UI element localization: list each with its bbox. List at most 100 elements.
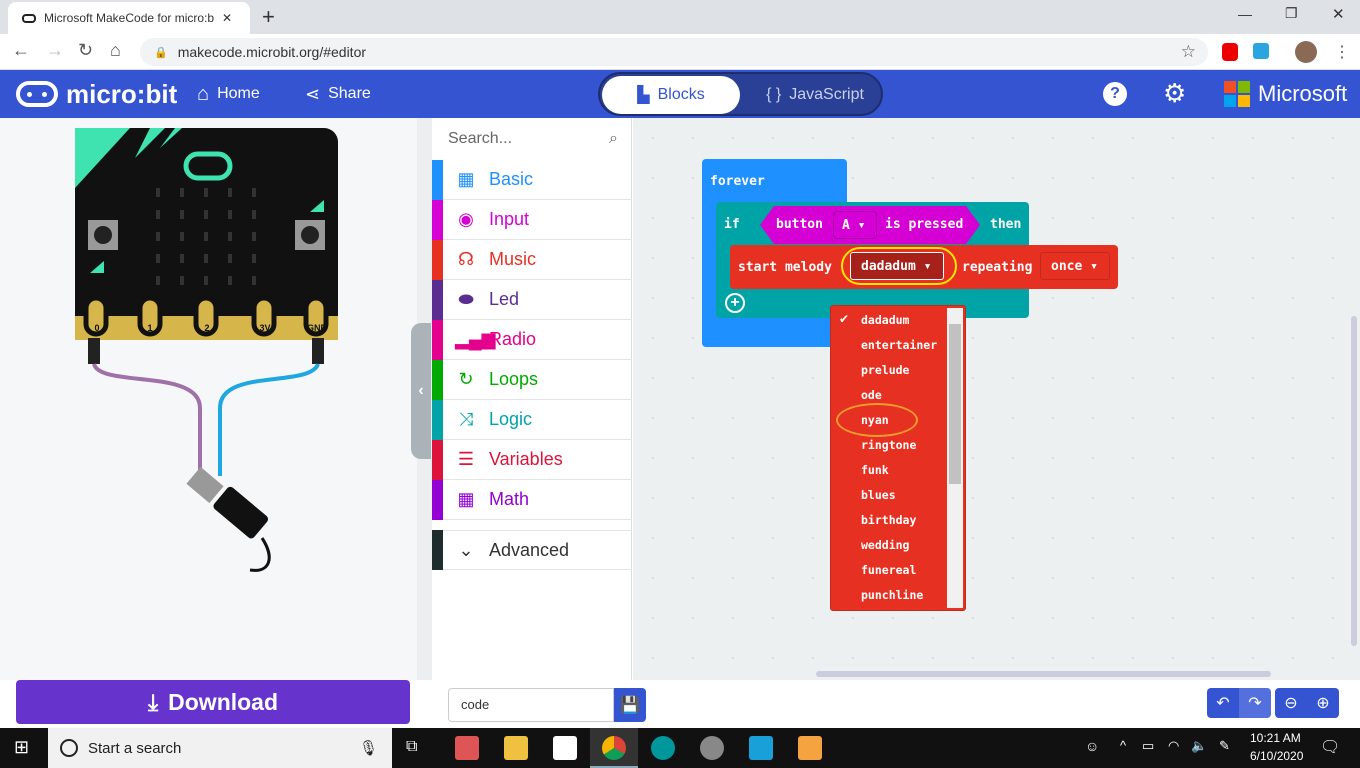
dropdown-option[interactable]: funereal <box>861 563 917 577</box>
home-icon[interactable]: ⌂ <box>110 40 121 60</box>
home-button[interactable]: ⌂Home <box>197 82 260 105</box>
button-pressed-block[interactable]: button A ▾ is pressed <box>760 206 980 244</box>
dropdown-scrollbar[interactable] <box>947 308 963 608</box>
paint-app-icon[interactable] <box>455 736 479 760</box>
dropdown-option[interactable]: wedding <box>861 538 910 552</box>
chrome-taskbar-item[interactable] <box>590 728 638 768</box>
new-tab-button[interactable]: + <box>262 4 275 29</box>
melody-dropdown[interactable]: dadadum ▾ <box>850 252 944 280</box>
category-math[interactable]: ▦Math <box>432 479 632 520</box>
url-field[interactable]: 🔒 makecode.microbit.org/#editor ☆ <box>140 38 1208 66</box>
repeat-dropdown[interactable]: once ▾ <box>1040 252 1110 280</box>
category-loops[interactable]: ↻Loops <box>432 359 632 400</box>
clock-date[interactable]: 6/10/2020 <box>1250 749 1304 763</box>
signal-bars-icon: ▂▄▆ <box>455 329 496 349</box>
dropdown-option[interactable]: blues <box>861 488 896 502</box>
bookmark-star-icon[interactable]: ☆ <box>1180 42 1196 61</box>
dropdown-option[interactable]: funk <box>861 463 889 477</box>
save-button[interactable]: 💾 <box>614 688 646 722</box>
microbit-logo[interactable]: micro:bit <box>16 70 177 118</box>
clock-time[interactable]: 10:21 AM <box>1250 731 1301 745</box>
cura-icon[interactable] <box>749 736 773 760</box>
shuffle-icon: ⤨ <box>458 409 474 429</box>
editor-toggle: ▙Blocks { }JavaScript <box>598 72 883 116</box>
taskbar-search[interactable]: Start a search🎙 <box>48 728 392 768</box>
dropdown-option[interactable]: ringtone <box>861 438 917 452</box>
zoom-in-button[interactable]: ⊕ <box>1307 688 1339 718</box>
close-tab-icon[interactable]: ✕ <box>222 11 233 25</box>
category-advanced[interactable]: ⌄Advanced <box>432 530 632 570</box>
category-basic[interactable]: ▦Basic <box>432 159 632 200</box>
download-button[interactable]: ⤓Download <box>16 680 410 724</box>
java-app-icon[interactable] <box>553 736 577 760</box>
reload-icon[interactable]: ↻ <box>78 40 94 60</box>
category-music[interactable]: ☊Music <box>432 239 632 280</box>
dropdown-option[interactable]: punchline <box>861 588 924 602</box>
file-explorer-icon[interactable] <box>504 736 528 760</box>
dropdown-option[interactable]: dadadum <box>861 313 910 327</box>
zoom-out-button[interactable]: ⊖ <box>1275 688 1307 718</box>
arduino-icon[interactable] <box>651 736 675 760</box>
button-dropdown[interactable]: A ▾ <box>833 211 877 239</box>
melody-dropdown-menu: ✔ dadadum entertainer prelude ode nyan r… <box>830 305 966 611</box>
home-icon: ⌂ <box>197 82 210 105</box>
profile-avatar[interactable] <box>1295 41 1317 63</box>
project-name-input[interactable]: code <box>448 688 614 722</box>
minimize-icon[interactable]: — <box>1238 6 1252 22</box>
browser-tab[interactable]: Microsoft MakeCode for micro:bit ✕ <box>8 2 250 34</box>
settings-gear-icon[interactable]: ⚙ <box>1163 78 1187 108</box>
tray-chevron-icon[interactable]: ^ <box>1120 738 1127 753</box>
category-input[interactable]: ◉Input <box>432 199 632 240</box>
menu-kebab-icon[interactable]: ⋮ <box>1334 44 1350 61</box>
nyan-highlight-circle <box>836 403 918 437</box>
chrome-icon <box>602 736 626 760</box>
checkmark-icon: ✔ <box>839 312 850 326</box>
workspace-vertical-scrollbar[interactable] <box>1351 316 1357 646</box>
dropdown-option[interactable]: prelude <box>861 363 910 377</box>
fusion-icon[interactable] <box>798 736 822 760</box>
volume-icon[interactable]: 🔈 <box>1191 738 1208 753</box>
back-icon[interactable]: ← <box>12 40 30 60</box>
microsoft-logo[interactable]: Microsoft <box>1224 70 1347 118</box>
javascript-tab[interactable]: { }JavaScript <box>766 86 864 103</box>
workspace-horizontal-scrollbar[interactable] <box>816 671 1271 677</box>
redo-button[interactable]: ↷ <box>1239 688 1271 718</box>
microbit-logo-icon <box>16 81 58 107</box>
dropdown-option[interactable]: entertainer <box>861 338 938 352</box>
adblock-extension-icon[interactable] <box>1222 43 1238 61</box>
toolbox-search-input[interactable]: Search...⌕ <box>448 130 618 147</box>
help-icon[interactable]: ? <box>1103 82 1127 106</box>
maximize-icon[interactable]: ❐ <box>1285 5 1298 21</box>
wire-blue <box>218 362 320 476</box>
wifi-icon[interactable]: ◠ <box>1168 738 1180 753</box>
simulator-scrollbar[interactable]: ‹ <box>411 118 432 680</box>
blocks-workspace[interactable]: forever if button A ▾ is pressed then + … <box>633 118 1360 680</box>
category-led[interactable]: ⬬Led <box>432 279 632 320</box>
address-bar-row: ← → ↻ ⌂ 🔒 makecode.microbit.org/#editor … <box>0 34 1360 70</box>
dropdown-option[interactable]: birthday <box>861 513 917 527</box>
blocks-tab[interactable]: ▙Blocks <box>602 76 740 114</box>
cloud-extension-icon[interactable] <box>1253 43 1269 59</box>
people-icon[interactable]: ☺ <box>1085 738 1100 754</box>
dropdown-option[interactable]: ode <box>861 388 882 402</box>
category-variables[interactable]: ☰Variables <box>432 439 632 480</box>
notifications-icon[interactable]: 🗨 <box>1320 739 1341 756</box>
add-else-plus-icon[interactable]: + <box>725 293 745 313</box>
pen-icon[interactable]: ✎ <box>1219 738 1230 753</box>
category-logic[interactable]: ⤨Logic <box>432 399 632 440</box>
close-window-icon[interactable]: ✕ <box>1332 6 1345 23</box>
svg-text:0: 0 <box>94 323 99 333</box>
collapse-simulator-chevron-icon[interactable]: ‹ <box>411 323 431 459</box>
task-view-icon[interactable]: ⧉ <box>406 738 418 755</box>
category-radio[interactable]: ▂▄▆Radio <box>432 319 632 360</box>
battery-icon[interactable]: ▭ <box>1142 738 1155 753</box>
windows-start-icon[interactable]: ⊞ <box>14 737 30 757</box>
undo-button[interactable]: ↶ <box>1207 688 1239 718</box>
start-melody-block[interactable]: start melody dadadum ▾ repeating once ▾ <box>730 245 1118 289</box>
microphone-icon[interactable]: 🎙 <box>358 740 378 757</box>
forward-icon[interactable]: → <box>46 40 64 60</box>
share-button[interactable]: ⋖Share <box>305 83 371 104</box>
app-icon[interactable] <box>700 736 724 760</box>
makecode-header: micro:bit ⌂Home ⋖Share ▙Blocks { }JavaSc… <box>0 70 1360 118</box>
